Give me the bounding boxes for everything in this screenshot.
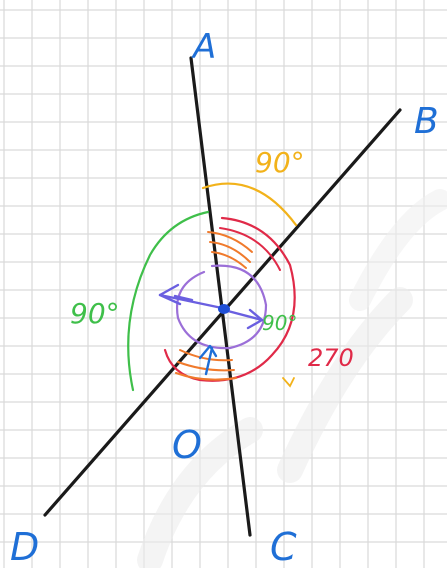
- label-point-a: A: [191, 27, 216, 67]
- label-point-c: C: [270, 525, 297, 568]
- label-point-d: D: [10, 525, 39, 568]
- label-angle-top: 90°: [255, 146, 305, 179]
- arc-left-green: [127, 210, 210, 392]
- arrow-right-violet: [222, 308, 264, 330]
- arc-purple-circle: [175, 264, 268, 350]
- arc-reflex-red-inner: [219, 227, 281, 271]
- label-point-b: B: [414, 101, 439, 142]
- orange-hatch-bottom: [175, 349, 237, 381]
- orange-hatch-top: [207, 231, 253, 269]
- line-ac: [189, 56, 252, 537]
- small-check-mark: [282, 377, 295, 388]
- vertex-o-dot: [218, 304, 230, 314]
- label-point-o: O: [172, 423, 202, 467]
- arrow-left-violet: [158, 283, 224, 310]
- label-angle-reflex: 270: [308, 344, 354, 372]
- label-angle-left: 90°: [70, 297, 120, 330]
- arrow-down-blue: [198, 344, 218, 376]
- arc-top-yellow: [201, 182, 298, 227]
- label-angle-right: 90°: [262, 311, 297, 335]
- watermark: [137, 189, 447, 568]
